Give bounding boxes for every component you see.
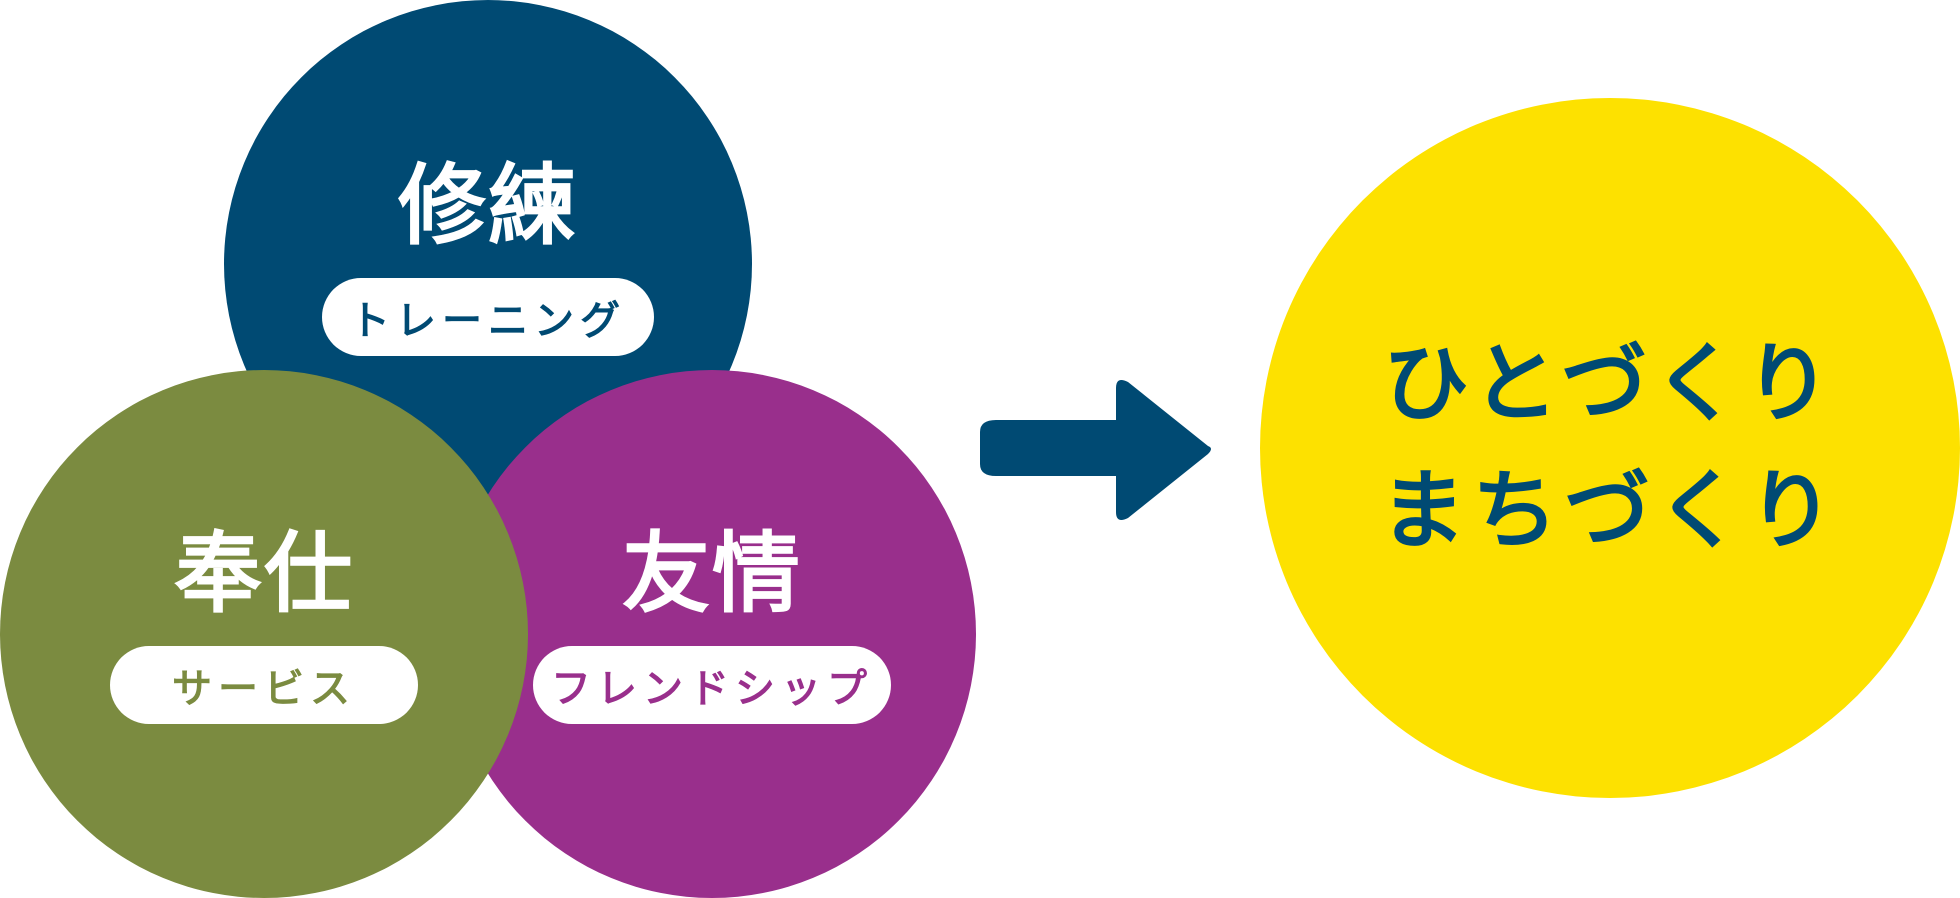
circle-friendship	[448, 370, 976, 898]
training-label: 修練 トレーニング	[322, 162, 654, 356]
friendship-sub: フレンドシップ	[551, 666, 873, 712]
training-pill: トレーニング	[322, 278, 654, 356]
goal-line-1: ひとづくり	[1383, 333, 1837, 434]
circle-service	[0, 370, 528, 898]
goal-text: ひとづくり まちづくり	[1260, 98, 1960, 798]
service-kanji: 奉仕	[173, 522, 354, 625]
friendship-label: 友情 フレンドシップ	[533, 530, 891, 724]
training-sub: トレーニング	[350, 298, 626, 344]
service-label: 奉仕 サービス	[110, 530, 418, 724]
service-sub: サービス	[172, 666, 356, 712]
circle-goal	[1260, 98, 1960, 798]
arrow-shape	[980, 380, 1211, 520]
training-kanji: 修練	[397, 154, 578, 257]
arrow-right-icon	[980, 380, 1211, 520]
goal-line-2: まちづくり	[1380, 461, 1840, 561]
service-pill: サービス	[110, 646, 418, 724]
friendship-pill: フレンドシップ	[533, 646, 891, 724]
friendship-kanji: 友情	[621, 522, 802, 625]
